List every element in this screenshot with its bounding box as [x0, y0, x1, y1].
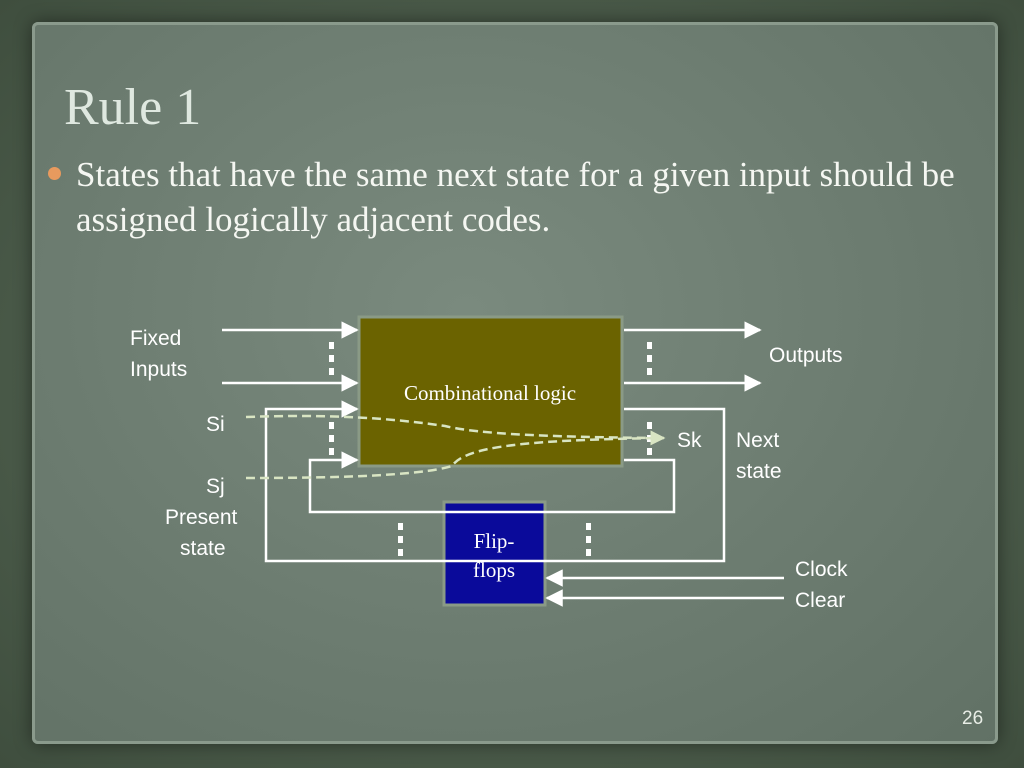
clock-label: Clock: [795, 558, 848, 581]
next-state-label-1: Next: [736, 429, 779, 452]
si-to-sk-path: [245, 414, 666, 446]
outputs-label: Outputs: [769, 344, 843, 367]
si-label: Si: [206, 413, 225, 436]
sk-label: Sk: [677, 429, 702, 452]
combinational-logic-label: Combinational logic: [404, 381, 576, 405]
present-state-wire-outer: [264, 400, 726, 563]
sj-label: Sj: [206, 475, 225, 498]
bullet-icon: [48, 167, 61, 180]
flip-flops-label-1: Flip-: [474, 529, 515, 553]
flip-flops-block: [442, 500, 547, 607]
present-state-label-1: Present: [165, 506, 238, 529]
present-state-wire-inner: [308, 451, 676, 514]
present-state-label-2: state: [180, 537, 226, 560]
bullet-text: States that have the same next state for…: [76, 155, 955, 239]
flip-flops-label-2: flops: [473, 558, 515, 582]
page-number: 26: [962, 708, 984, 729]
clear-label: Clear: [795, 589, 845, 612]
next-state-label-2: state: [736, 460, 782, 483]
fixed-inputs-label-1: Fixed: [130, 327, 181, 350]
sj-to-sk-path: [245, 436, 665, 480]
fixed-inputs-label-2: Inputs: [130, 358, 187, 381]
slide-title: Rule 1: [64, 79, 202, 136]
